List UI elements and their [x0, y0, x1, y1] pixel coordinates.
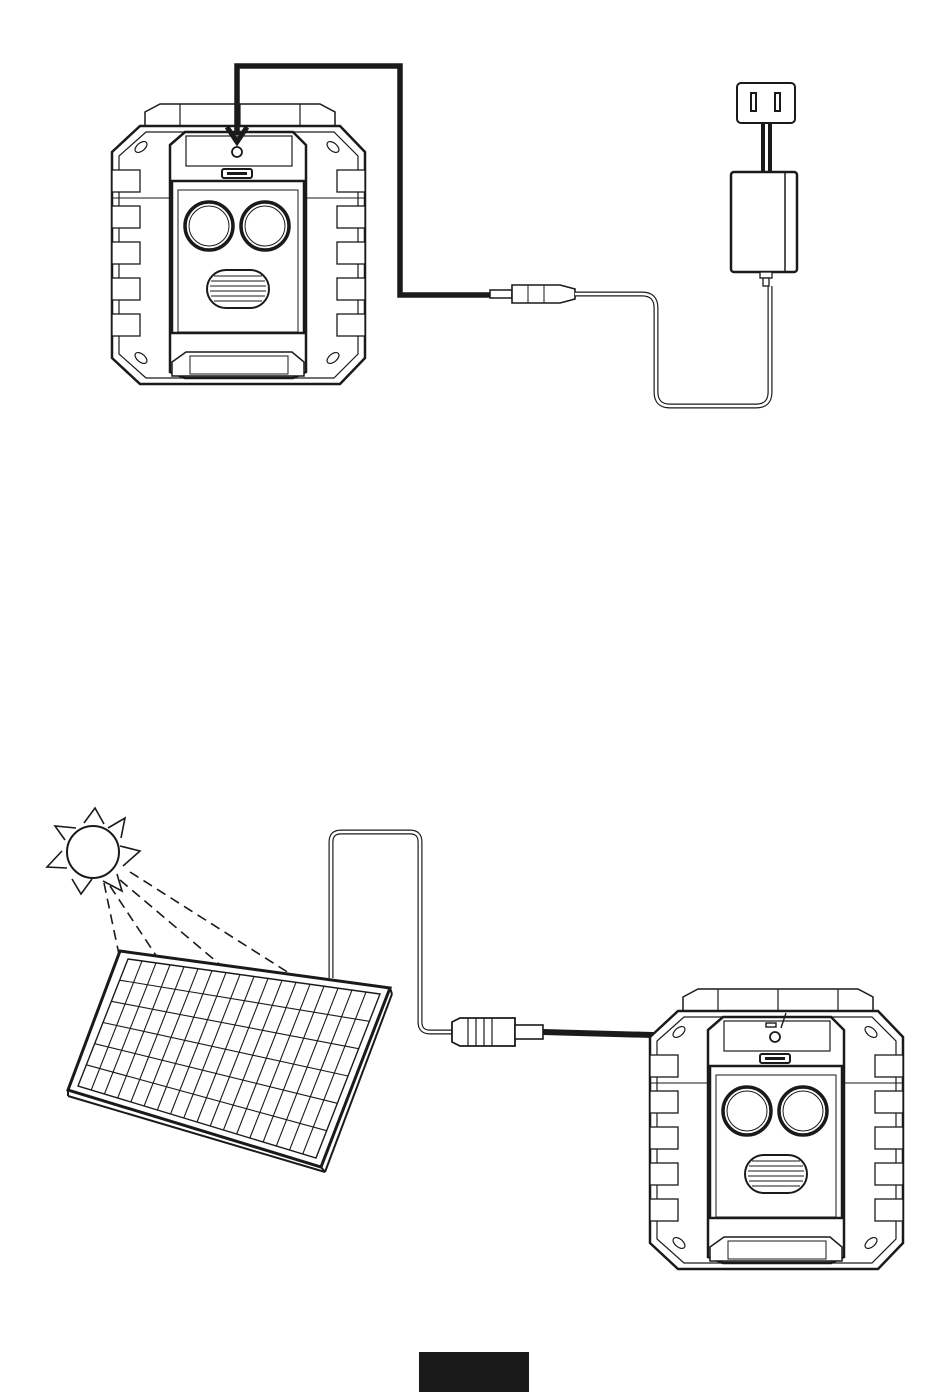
page-tab [419, 1352, 529, 1392]
sun [47, 808, 140, 894]
dc-plug-top [490, 285, 575, 303]
dc-plug-bottom [452, 1018, 543, 1046]
solar-panel [68, 951, 392, 1172]
ac-charging-section [112, 66, 797, 406]
wall-plug [737, 83, 795, 123]
device-top [112, 104, 365, 384]
ac-adapter [731, 120, 797, 286]
thin-cable-top [575, 286, 770, 406]
solar-charging-section [47, 808, 903, 1269]
device-bottom [650, 989, 903, 1269]
